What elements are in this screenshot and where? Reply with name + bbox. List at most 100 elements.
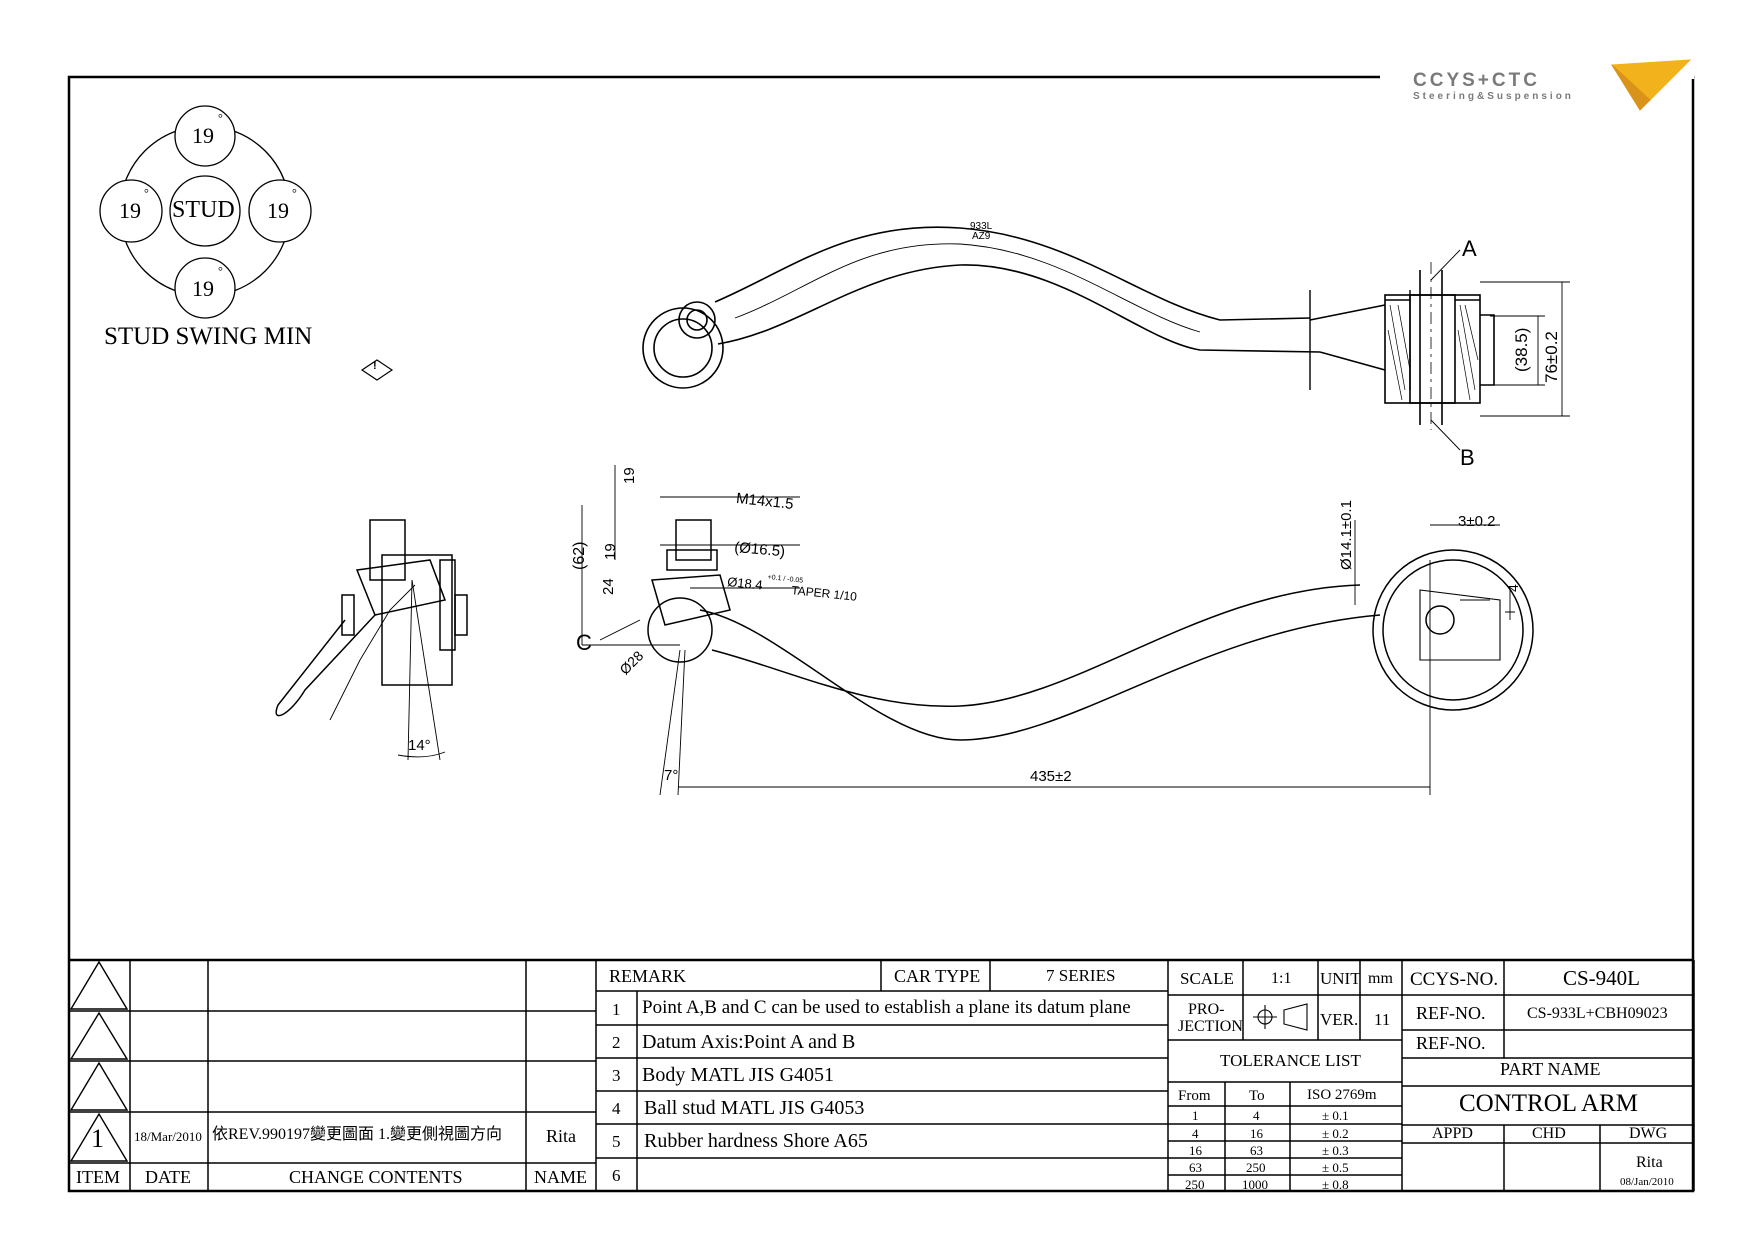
title-block-lines [69, 958, 1695, 1191]
swing-caption: STUD SWING MIN [104, 323, 313, 350]
projection-label-2: JECTION [1178, 1018, 1243, 1035]
tol-header-iso: ISO 2769m [1307, 1087, 1377, 1103]
dwg-date: 08/Jan/2010 [1620, 1176, 1674, 1188]
dim-19-top: 19 [621, 467, 638, 484]
dwg-name: Rita [1636, 1154, 1663, 1171]
rev-header-date: DATE [145, 1167, 191, 1187]
appd-label: APPD [1432, 1125, 1473, 1142]
warning-icon: ! [373, 360, 377, 372]
ver-value: 11 [1374, 1010, 1391, 1029]
logo-brand: CCYS+CTC [1413, 70, 1540, 91]
sheet-border [67, 75, 1695, 1193]
scale-label: SCALE [1180, 969, 1234, 988]
car-type-label: CAR TYPE [894, 966, 981, 986]
remark-5-text: Rubber hardness Shore A65 [644, 1130, 868, 1152]
dim-offset: 3±0.2 [1458, 513, 1496, 530]
side-view-arm [275, 359, 468, 761]
tol-1-value: ± 0.1 [1322, 1108, 1349, 1123]
part-mark-2: AZ9 [972, 231, 991, 242]
swing-left-value: 19 [119, 198, 141, 223]
rev-row-4-contents: 依REV.990197變更圖面 1.變更側視圖方向 [212, 1126, 502, 1143]
dim-taper: Ø18.4 [726, 574, 764, 593]
dwg-label: DWG [1629, 1125, 1668, 1142]
remark-2-no: 2 [612, 1033, 621, 1052]
ref-no-value-1: CS-933L+CBH09023 [1527, 1005, 1668, 1022]
top-view-arm [642, 226, 1570, 451]
rev-row-4-date: 18/Mar/2010 [134, 1129, 202, 1144]
dim-bore: Ø14.1±0.1 [1338, 500, 1355, 570]
part-mark-1: 933L [970, 221, 993, 232]
tol-2-value: ± 0.2 [1322, 1126, 1349, 1141]
ccys-no-value: CS-940L [1563, 966, 1641, 990]
dim-shank: (Ø16.5) [733, 539, 786, 561]
tol-2-to: 16 [1250, 1126, 1263, 1141]
remark-1-no: 1 [612, 1000, 621, 1019]
dim-62: (62) [571, 541, 588, 570]
tol-3-from: 16 [1189, 1143, 1202, 1158]
part-name-value: CONTROL ARM [1459, 1090, 1638, 1117]
rev-header-contents: CHANGE CONTENTS [289, 1167, 463, 1187]
ref-no-label-1: REF-NO. [1416, 1003, 1486, 1023]
chd-label: CHD [1532, 1125, 1566, 1142]
dim-bushing-inner: (38.5) [1512, 327, 1531, 372]
tol-1-to: 4 [1253, 1108, 1260, 1123]
remark-4-text: Ball stud MATL JIS G4053 [644, 1097, 865, 1119]
tol-3-to: 63 [1250, 1143, 1263, 1158]
remark-1-text: Point A,B and C can be used to establish… [642, 997, 1131, 1018]
dim-bushing-outer: 76±0.2 [1542, 331, 1561, 383]
swing-bottom-value: 19 [192, 276, 214, 301]
remark-6-no: 6 [612, 1166, 621, 1185]
point-a-label: A [1462, 236, 1477, 261]
dim-24: 24 [600, 578, 617, 595]
remark-label: REMARK [609, 966, 687, 986]
side-angle: 14° [408, 737, 431, 754]
remark-5-no: 5 [612, 1132, 621, 1151]
remark-2-text: Datum Axis:Point A and B [642, 1031, 856, 1053]
unit-label: UNIT [1320, 969, 1361, 988]
tol-header-from: From [1178, 1088, 1211, 1104]
ver-label: VER. [1320, 1010, 1359, 1029]
car-type-value: 7 SERIES [1046, 966, 1116, 985]
dim-4: 4 [1505, 584, 1521, 592]
front-view-arm [581, 465, 1534, 796]
tol-3-value: ± 0.3 [1322, 1143, 1349, 1158]
tol-5-to: 1000 [1242, 1177, 1268, 1192]
remark-3-text: Body MATL JIS G4051 [642, 1064, 835, 1086]
point-c-label: C [576, 630, 592, 655]
tol-4-from: 63 [1189, 1160, 1202, 1175]
swing-right-degree: ° [292, 186, 297, 200]
tol-5-from: 250 [1185, 1177, 1205, 1192]
tol-4-to: 250 [1246, 1160, 1266, 1175]
stud-swing-diagram [99, 105, 312, 319]
logo-tagline: Steering&Suspension [1413, 91, 1574, 102]
swing-center-label: STUD [172, 197, 235, 223]
part-name-label: PART NAME [1500, 1059, 1601, 1079]
ccys-no-label: CCYS-NO. [1410, 969, 1499, 990]
dim-19-mid: 19 [602, 543, 619, 560]
dim-length: 435±2 [1030, 768, 1072, 785]
swing-top-value: 19 [192, 123, 214, 148]
remark-3-no: 3 [612, 1066, 621, 1085]
projection-label-1: PRO- [1188, 1001, 1225, 1018]
swing-left-degree: ° [144, 186, 149, 200]
scale-value: 1:1 [1271, 970, 1292, 987]
rev-row-4-item: 1 [91, 1124, 104, 1153]
point-b-label: B [1460, 445, 1475, 470]
swing-right-value: 19 [267, 198, 289, 223]
angle-7: 7° [664, 767, 679, 784]
rev-header-name: NAME [534, 1167, 587, 1187]
ref-no-label-2: REF-NO. [1416, 1033, 1486, 1053]
swing-top-degree: ° [218, 111, 223, 125]
remark-4-no: 4 [612, 1099, 621, 1118]
logo-mark [1610, 59, 1692, 111]
rev-row-4-name: Rita [546, 1126, 576, 1146]
tol-4-value: ± 0.5 [1322, 1160, 1349, 1175]
tol-2-from: 4 [1192, 1126, 1199, 1141]
tolerance-title: TOLERANCE LIST [1220, 1051, 1361, 1070]
tol-header-to: To [1249, 1088, 1265, 1104]
tol-1-from: 1 [1192, 1108, 1199, 1123]
rev-header-item: ITEM [76, 1167, 120, 1187]
unit-value: mm [1368, 970, 1393, 987]
swing-bottom-degree: ° [218, 264, 223, 278]
